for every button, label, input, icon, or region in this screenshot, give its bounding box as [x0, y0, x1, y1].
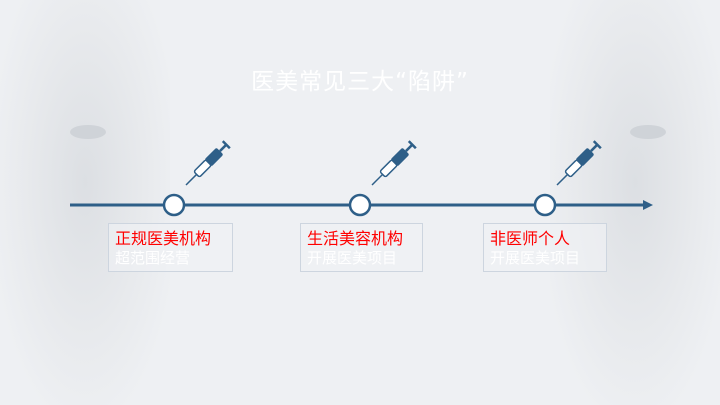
slide-title: 医美常见三大“陷阱” [251, 69, 469, 95]
trap-label: 生活美容机构 [307, 229, 404, 248]
trap-card: 正规医美机构 超范围经营 [108, 223, 233, 272]
trap-label: 正规医美机构 [115, 229, 212, 248]
background-face-right [550, 0, 720, 405]
timeline-node [533, 193, 557, 217]
syringe-icon [185, 140, 231, 186]
trap-desc: 开展医美项目 [307, 249, 398, 267]
trap-card: 生活美容机构 开展医美项目 [300, 223, 423, 272]
syringe-icon [371, 140, 417, 186]
trap-desc: 开展医美项目 [490, 249, 581, 267]
trap-desc: 超范围经营 [115, 249, 191, 267]
trap-card: 非医师个人 开展医美项目 [483, 223, 607, 272]
timeline-node [348, 193, 372, 217]
timeline-node [162, 193, 186, 217]
trap-label: 非医师个人 [490, 229, 571, 248]
face-eye [70, 125, 106, 139]
background-face-left [0, 0, 170, 405]
syringe-icon [556, 140, 602, 186]
timeline-arrow-icon [643, 200, 653, 210]
face-eye [630, 125, 666, 139]
